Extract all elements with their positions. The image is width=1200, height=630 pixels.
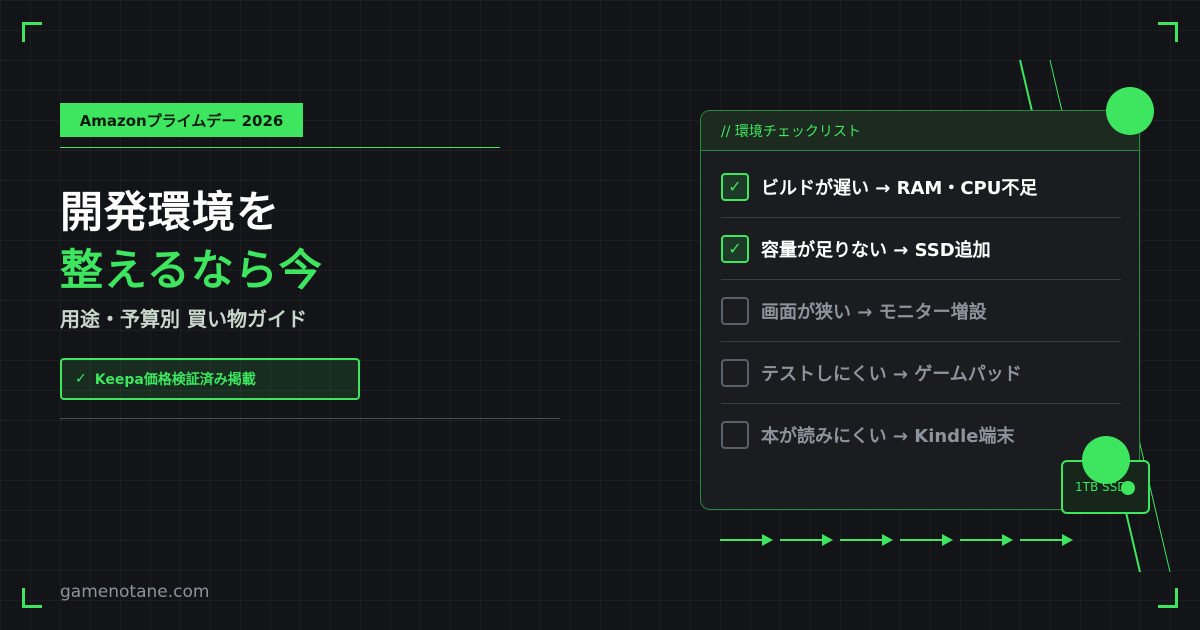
checklist-item-label: テストしにくい → ゲームパッド: [761, 363, 1022, 385]
verified-label: Keepa価格検証済み掲載: [94, 372, 256, 388]
divider-gray: [60, 418, 560, 419]
verified-badge: ✓ Keepa価格検証済み掲載: [60, 358, 360, 400]
glow-dot-icon: [1082, 436, 1130, 484]
checklist-item: ✓ 容量が足りない → SSD追加: [721, 218, 1121, 280]
corner-bracket-bottom-right: [1158, 588, 1178, 608]
glow-dot-icon: [1106, 87, 1154, 135]
ssd-chip-label: 1TB SSD: [1075, 480, 1127, 494]
checkbox-checked-icon: ✓: [721, 172, 749, 201]
arrow-right-icon: [900, 534, 954, 546]
checklist-item-label: 本が読みにくい → Kindle端末: [761, 426, 1015, 447]
arrow-right-icon: [1020, 534, 1074, 546]
divider-green: [60, 147, 500, 148]
arrow-right-icon: [840, 534, 894, 546]
arrow-row: [720, 534, 1074, 546]
check-icon: ✓: [75, 371, 87, 387]
corner-bracket-bottom-left: [22, 588, 42, 608]
checklist-item: テストしにくい → ゲームパッド: [721, 342, 1121, 404]
checklist-item: ✓ ビルドが遅い → RAM・CPU不足: [721, 156, 1121, 218]
corner-bracket-top-left: [22, 22, 42, 42]
checklist-panel: // 環境チェックリスト ✓ ビルドが遅い → RAM・CPU不足 ✓ 容量が足…: [700, 110, 1140, 510]
checkbox-empty-icon: [721, 358, 749, 387]
headline-line2: 整えるなら今: [60, 246, 323, 296]
subtitle: 用途・予算別 買い物ガイド: [60, 307, 307, 331]
checklist-item-label: 容量が足りない → SSD追加: [761, 239, 991, 261]
site-domain: gamenotane.com: [60, 582, 210, 602]
arrow-right-icon: [780, 534, 834, 546]
arrow-right-icon: [720, 534, 774, 546]
checklist-item-label: ビルドが遅い → RAM・CPU不足: [761, 177, 1038, 199]
arrow-right-icon: [960, 534, 1014, 546]
checklist-item: 画面が狭い → モニター増設: [721, 280, 1121, 342]
checklist-item: 本が読みにくい → Kindle端末: [721, 404, 1121, 466]
checklist-item-label: 画面が狭い → モニター増設: [761, 301, 987, 323]
checkbox-empty-icon: [721, 421, 749, 449]
checklist-header: // 環境チェックリスト: [701, 111, 1139, 151]
event-tag: Amazonプライムデー 2026: [60, 103, 303, 137]
checkbox-empty-icon: [721, 296, 749, 325]
led-dot-icon: [1121, 481, 1135, 495]
checkbox-checked-icon: ✓: [721, 234, 749, 263]
headline-line1: 開発環境を: [60, 188, 280, 238]
corner-bracket-top-right: [1158, 22, 1178, 42]
